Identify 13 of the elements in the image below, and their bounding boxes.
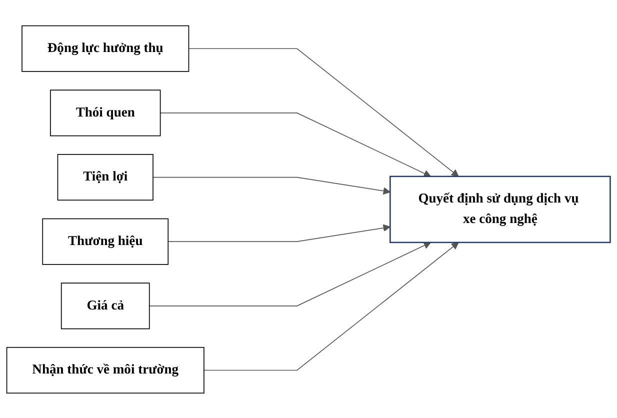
node-box: Động lực hưởng thụ [22, 24, 190, 72]
arrow [148, 242, 432, 306]
arrow [152, 176, 390, 194]
node-box: Tiện lợi [57, 154, 154, 200]
arrow [188, 48, 459, 176]
node-box: Thương hiệu [42, 218, 169, 264]
arrow [168, 224, 390, 242]
arrow [204, 242, 459, 370]
node-box: Nhận thức về môi trường [6, 346, 204, 394]
node-box: Giá cả [60, 282, 150, 329]
arrow [160, 112, 432, 176]
node-box: Thói quen [50, 89, 161, 136]
node-box: Quyết định sử dụng dịch vụ xe công nghệ [390, 175, 611, 243]
